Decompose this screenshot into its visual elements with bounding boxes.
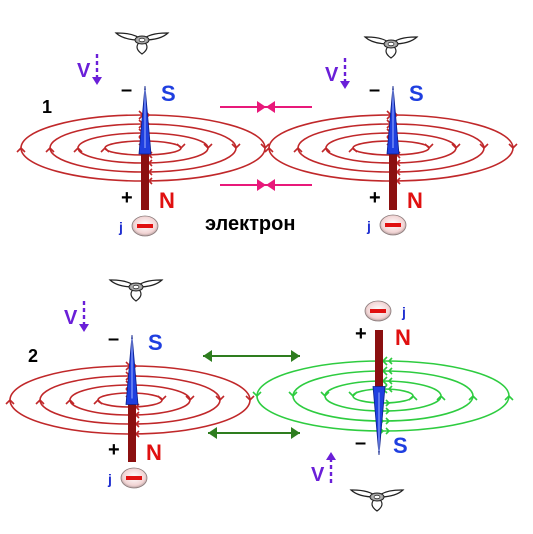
sign-top: – [108, 328, 119, 350]
field-direction-arrow [203, 143, 213, 150]
field-direction-arrow [321, 146, 331, 153]
propeller-icon [108, 279, 164, 302]
panel-2-left-electron: S – N + Vj [64, 279, 164, 489]
field-direction-arrow [16, 146, 26, 153]
field-direction-arrow [73, 146, 83, 153]
panel-1-right-electron: S – N + Vj [325, 36, 424, 236]
panel-1: 1 S – N + Vj S – N + Vj электрон [16, 32, 518, 237]
panel-2-repulsion-arrow-top [203, 350, 300, 362]
spin-label: j [107, 471, 112, 487]
field-direction-arrow [436, 394, 446, 401]
field-direction-arrow [245, 395, 255, 402]
field-direction-arrow [100, 146, 110, 153]
field-direction-arrow [508, 143, 518, 150]
pole-label-bottom: N [159, 188, 175, 213]
sign-top: – [369, 79, 380, 101]
field-direction-arrow [176, 143, 186, 150]
field-direction-arrow [424, 143, 434, 150]
panel-2-number: 2 [28, 346, 38, 366]
panel-2: 2 S – N + Vj N + S – Vj [5, 279, 514, 512]
field-direction-arrow [260, 143, 270, 150]
field-direction-arrow [185, 395, 195, 402]
field-direction-arrow [504, 394, 514, 401]
panel-2-repulsion-arrow-bottom [208, 427, 300, 439]
sign-top: – [121, 79, 132, 101]
velocity-label: V [77, 60, 91, 82]
propeller-icon [363, 36, 419, 59]
electron-charge-icon [120, 467, 148, 489]
field-direction-arrow [5, 398, 15, 405]
propeller-icon [349, 489, 405, 512]
magnet-rod [128, 398, 136, 462]
field-direction-arrow [479, 143, 489, 150]
sign-bottom: + [121, 187, 133, 209]
velocity-arrow [92, 54, 102, 85]
velocity-label: V [325, 64, 339, 86]
field-direction-arrow [231, 143, 241, 150]
panel-1-attraction-arrow-top [220, 101, 312, 113]
field-direction-arrow [320, 391, 330, 398]
sign-bottom: – [355, 432, 366, 454]
velocity-arrow [326, 452, 336, 483]
panel-1-attraction-arrow-bottom [220, 179, 312, 191]
pole-label-top: N [395, 325, 411, 350]
field-direction-arrow [451, 143, 461, 150]
field-direction-arrow [215, 395, 225, 402]
pole-label-top: S [409, 81, 424, 106]
field-direction-arrow [348, 146, 358, 153]
sign-bottom: + [369, 187, 381, 209]
panel-1-left-electron: S – N + Vj [77, 32, 176, 237]
field-direction-arrow [35, 398, 45, 405]
electron-charge-icon [379, 214, 407, 236]
field-direction-arrow [93, 398, 103, 405]
field-direction-arrow [288, 391, 298, 398]
pole-label-bottom: N [146, 440, 162, 465]
panel-1-caption: электрон [205, 213, 295, 235]
field-direction-arrow [408, 394, 418, 401]
panel-1-number: 1 [42, 97, 52, 117]
magnet-rod [389, 148, 397, 210]
spin-label: j [366, 218, 371, 234]
field-direction-arrow [293, 146, 303, 153]
pole-label-bottom: S [393, 433, 408, 458]
spin-label: j [401, 304, 406, 320]
pole-label-top: S [161, 81, 176, 106]
field-direction-arrow [252, 391, 262, 398]
field-direction-arrow [65, 398, 75, 405]
magnet-rod [141, 148, 149, 210]
velocity-label: V [311, 464, 325, 486]
field-direction-arrow [45, 146, 55, 153]
field-direction-arrow [264, 146, 274, 153]
field-direction-arrow [348, 391, 358, 398]
panel-2-right-electron: N + S – Vj [311, 300, 411, 512]
velocity-arrow [79, 301, 89, 332]
electron-charge-icon [364, 300, 392, 322]
field-direction-arrow [157, 395, 167, 402]
velocity-arrow [340, 58, 350, 89]
sign-top: + [355, 323, 367, 345]
propeller-icon [114, 32, 170, 55]
velocity-label: V [64, 307, 78, 329]
sign-bottom: + [108, 439, 120, 461]
electron-charge-icon [131, 215, 159, 237]
spin-label: j [118, 219, 123, 235]
magnet-rod [375, 330, 383, 393]
pole-label-top: S [148, 330, 163, 355]
pole-label-bottom: N [407, 188, 423, 213]
field-direction-arrow [468, 394, 478, 401]
